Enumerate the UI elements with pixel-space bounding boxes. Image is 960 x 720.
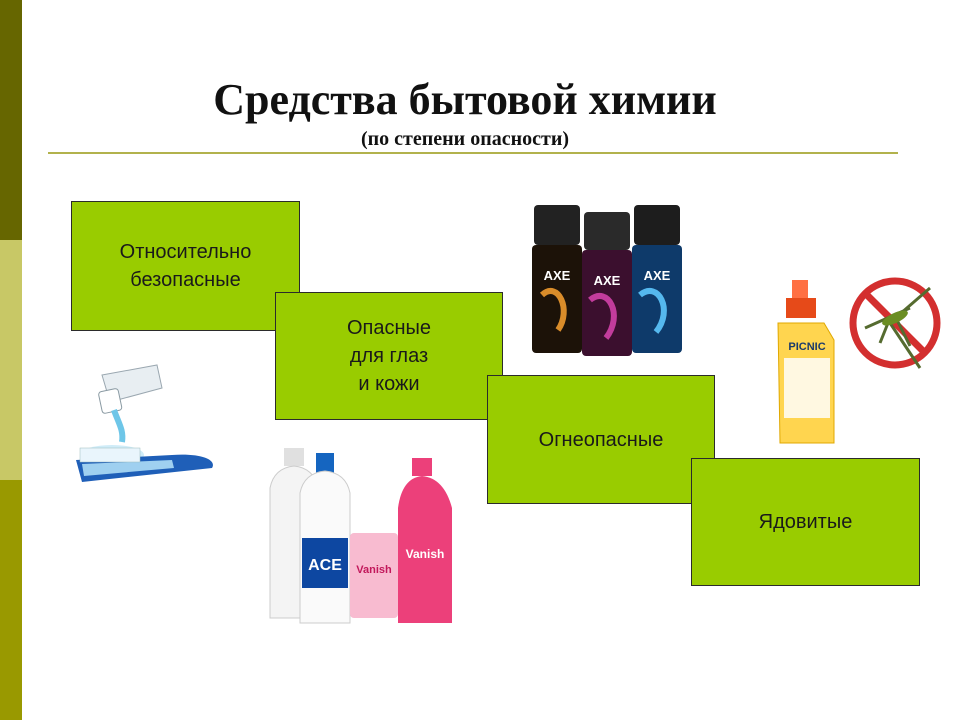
left-stripe-top [0, 0, 22, 240]
category-box-poisonous: Ядовитые [691, 458, 920, 586]
category-box-flammable: Огнеопасные [487, 375, 715, 504]
bleach-bottles-image: ACE Vanish Vanish [269, 448, 452, 624]
deodorant-brand-1: AXE [544, 268, 571, 283]
left-stripe-bottom [0, 480, 22, 720]
repellent-brand: PICNIC [788, 341, 825, 353]
deodorant-brand-2: AXE [594, 273, 621, 288]
slide-subtitle: (по степени опасности) [360, 128, 570, 150]
category-box-relatively-safe: Относительно безопасные [71, 201, 300, 331]
toothpaste-toothbrush-image [76, 364, 213, 482]
bleach-brand-vanish-2: Vanish [406, 547, 445, 561]
bleach-brand-ace: ACE [308, 557, 342, 574]
deodorant-brand-3: AXE [644, 268, 671, 283]
title-divider [48, 152, 898, 154]
deodorant-cans-image: AXE AXE AXE [532, 205, 682, 356]
slide-title: Средства бытовой химии [213, 75, 717, 124]
insect-repellent-image: PICNIC [777, 277, 941, 444]
left-stripe-middle [0, 240, 22, 480]
bleach-brand-vanish-1: Vanish [356, 564, 392, 576]
category-box-eye-skin-hazard: Опасные для глаз и кожи [275, 292, 503, 420]
